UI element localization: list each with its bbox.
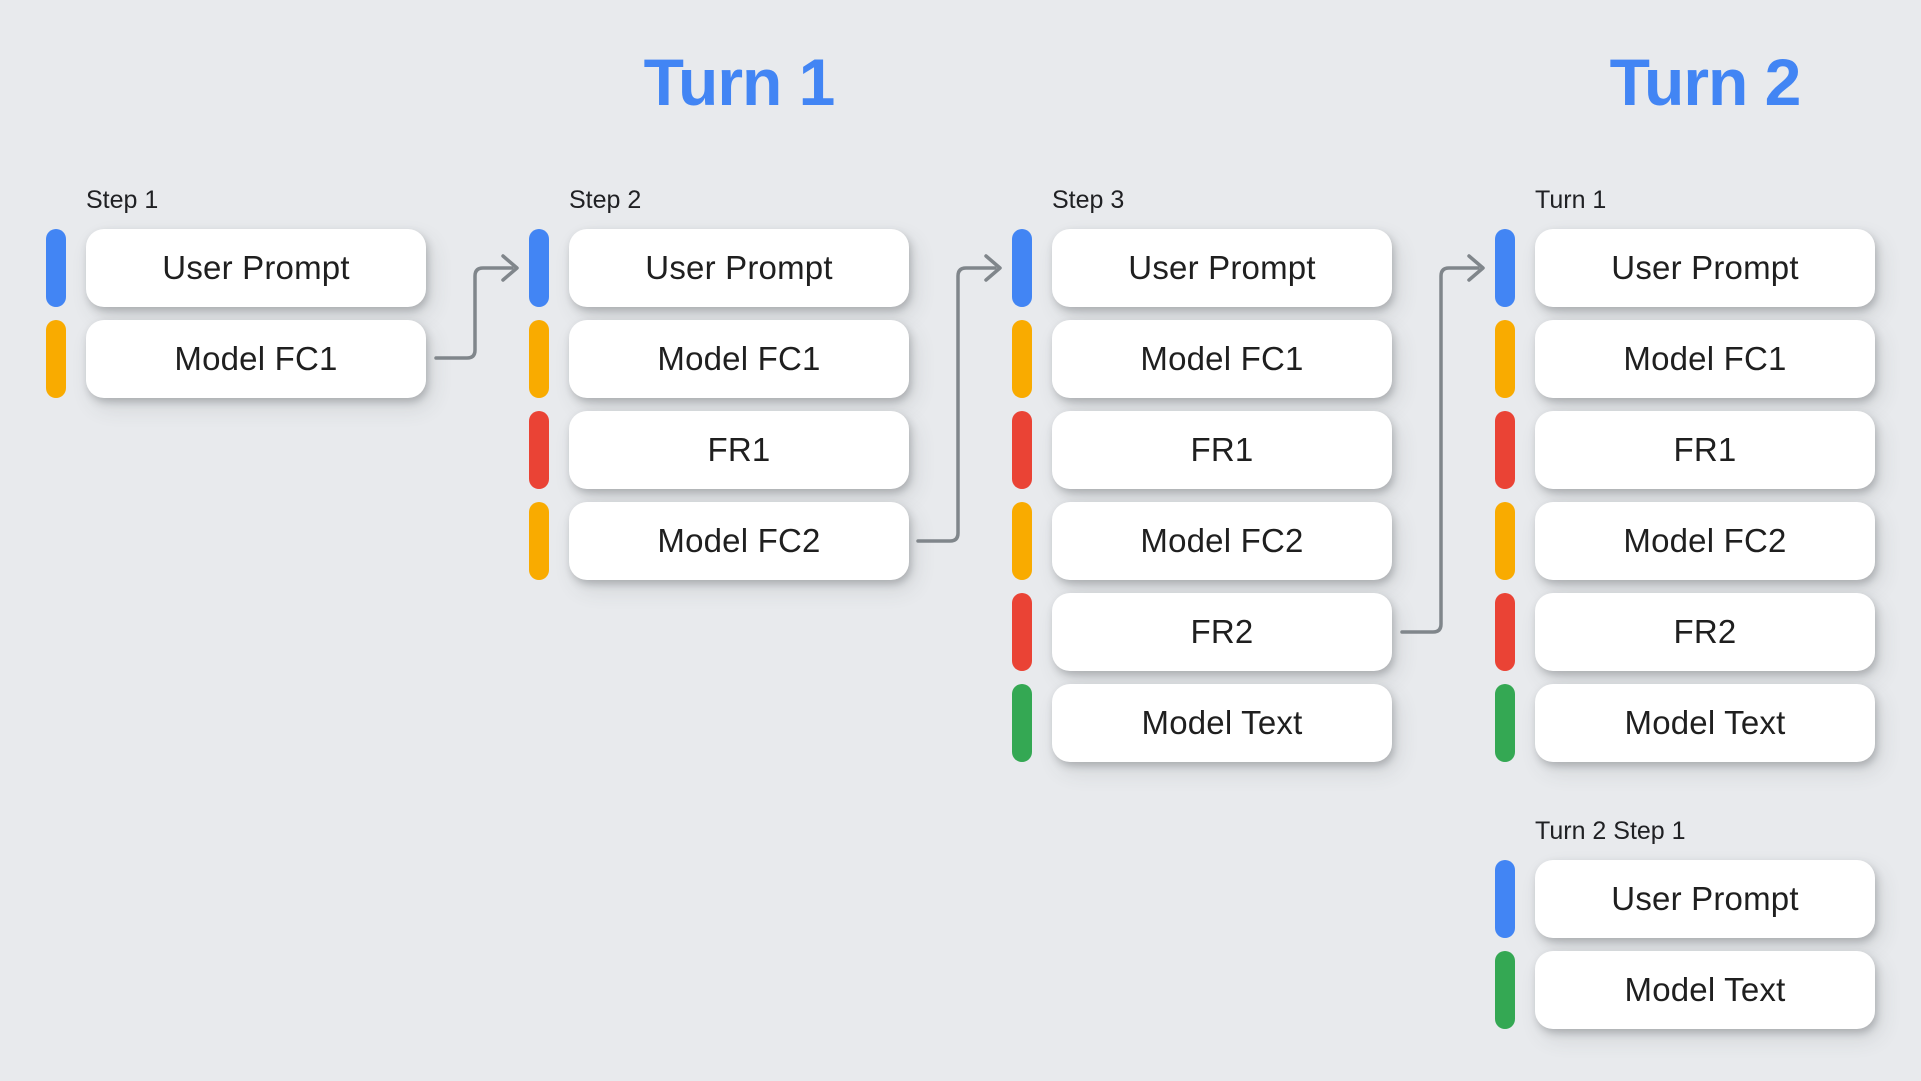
model-fc1-bar xyxy=(1495,320,1515,398)
fr2-bar xyxy=(1495,593,1515,671)
fr1-box: FR1 xyxy=(569,411,909,489)
turn-2-step-1-column: Turn 2 Step 1 User Prompt Model Text xyxy=(1495,817,1895,1042)
message-row: Model Text xyxy=(1495,951,1895,1029)
fr1-bar xyxy=(1495,411,1515,489)
message-row: User Prompt xyxy=(1495,229,1895,307)
user-prompt-box: User Prompt xyxy=(1535,229,1875,307)
message-row: User Prompt xyxy=(529,229,929,307)
model-fc1-bar xyxy=(46,320,66,398)
model-fc1-bar xyxy=(1012,320,1032,398)
message-row: Model FC1 xyxy=(1012,320,1412,398)
model-fc2-box: Model FC2 xyxy=(569,502,909,580)
message-row: Model FC1 xyxy=(1495,320,1895,398)
fr1-bar xyxy=(529,411,549,489)
model-fc2-bar xyxy=(529,502,549,580)
arrow-step2-to-step3 xyxy=(916,254,1002,543)
step-3-column: Step 3 User Prompt Model FC1 FR1 Model F… xyxy=(1012,186,1412,775)
message-row: FR2 xyxy=(1495,593,1895,671)
step-2-label: Step 2 xyxy=(569,186,642,214)
message-row: Model FC2 xyxy=(529,502,929,580)
fr2-bar xyxy=(1012,593,1032,671)
message-row: FR2 xyxy=(1012,593,1412,671)
message-row: Model FC1 xyxy=(529,320,929,398)
fr2-box: FR2 xyxy=(1052,593,1392,671)
turn-1-history-column: Turn 1 User Prompt Model FC1 FR1 Model F… xyxy=(1495,186,1895,775)
turn-2-header: Turn 2 xyxy=(1609,45,1802,119)
model-fc2-bar xyxy=(1495,502,1515,580)
fr2-box: FR2 xyxy=(1535,593,1875,671)
message-row: Model Text xyxy=(1012,684,1412,762)
model-fc1-box: Model FC1 xyxy=(569,320,909,398)
model-text-box: Model Text xyxy=(1535,684,1875,762)
user-prompt-box: User Prompt xyxy=(1535,860,1875,938)
turn-1-header: Turn 1 xyxy=(643,45,836,119)
message-row: FR1 xyxy=(1495,411,1895,489)
user-prompt-box: User Prompt xyxy=(1052,229,1392,307)
message-row: User Prompt xyxy=(46,229,446,307)
model-text-box: Model Text xyxy=(1535,951,1875,1029)
model-text-bar xyxy=(1495,951,1515,1029)
message-row: FR1 xyxy=(529,411,929,489)
user-prompt-bar xyxy=(1012,229,1032,307)
arrow-step3-to-turn2 xyxy=(1400,254,1485,634)
model-fc1-box: Model FC1 xyxy=(1052,320,1392,398)
arrow-step1-to-step2 xyxy=(434,254,519,360)
step-2-column: Step 2 User Prompt Model FC1 FR1 Model F… xyxy=(529,186,929,593)
turn-1-history-label: Turn 1 xyxy=(1535,186,1607,214)
model-text-bar xyxy=(1012,684,1032,762)
fr1-box: FR1 xyxy=(1052,411,1392,489)
user-prompt-box: User Prompt xyxy=(569,229,909,307)
message-row: Model FC2 xyxy=(1012,502,1412,580)
step-1-label: Step 1 xyxy=(86,186,159,214)
model-text-bar xyxy=(1495,684,1515,762)
model-fc2-box: Model FC2 xyxy=(1052,502,1392,580)
user-prompt-bar xyxy=(1495,860,1515,938)
step-3-label: Step 3 xyxy=(1052,186,1125,214)
user-prompt-bar xyxy=(529,229,549,307)
model-fc1-box: Model FC1 xyxy=(1535,320,1875,398)
model-fc2-box: Model FC2 xyxy=(1535,502,1875,580)
model-fc2-bar xyxy=(1012,502,1032,580)
user-prompt-bar xyxy=(1495,229,1515,307)
message-row: User Prompt xyxy=(1012,229,1412,307)
turn-2-step-1-label: Turn 2 Step 1 xyxy=(1535,817,1686,845)
model-text-box: Model Text xyxy=(1052,684,1392,762)
message-row: User Prompt xyxy=(1495,860,1895,938)
step-1-column: Step 1 User Prompt Model FC1 xyxy=(46,186,446,411)
message-row: Model Text xyxy=(1495,684,1895,762)
model-fc1-box: Model FC1 xyxy=(86,320,426,398)
message-row: Model FC2 xyxy=(1495,502,1895,580)
model-fc1-bar xyxy=(529,320,549,398)
user-prompt-box: User Prompt xyxy=(86,229,426,307)
message-row: Model FC1 xyxy=(46,320,446,398)
message-row: FR1 xyxy=(1012,411,1412,489)
fr1-box: FR1 xyxy=(1535,411,1875,489)
fr1-bar xyxy=(1012,411,1032,489)
user-prompt-bar xyxy=(46,229,66,307)
